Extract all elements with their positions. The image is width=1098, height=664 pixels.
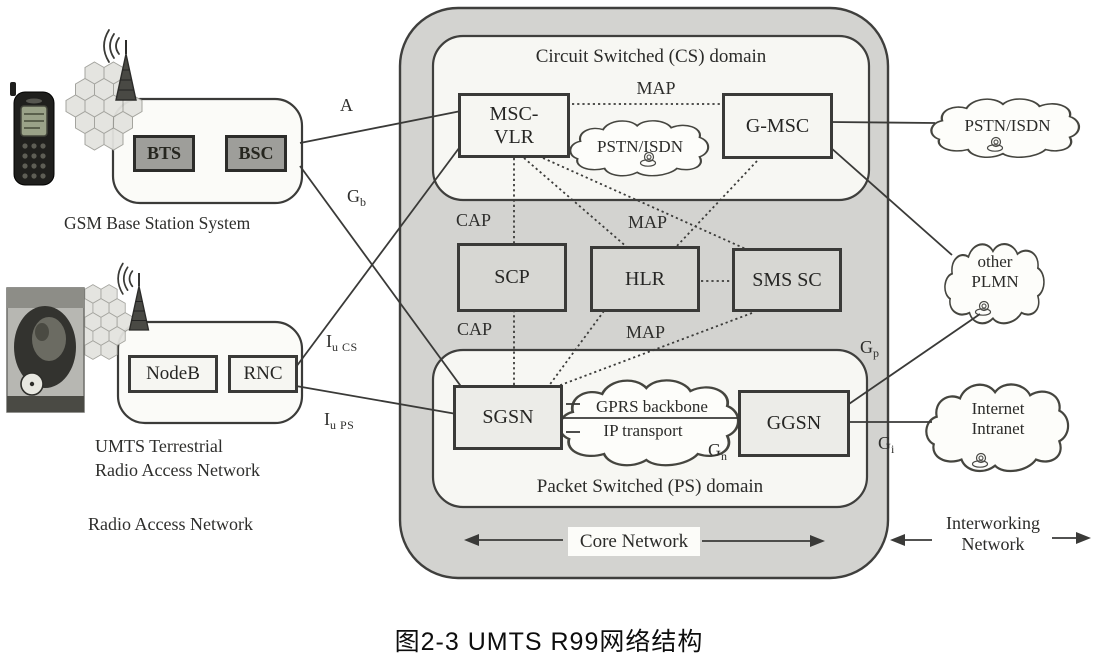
core-network-span-arrows: [472, 539, 817, 542]
rnc-node: RNC: [228, 355, 298, 393]
sms-sc-node: SMS SC: [732, 248, 842, 312]
msc-vlr-node: MSC- VLR: [458, 93, 570, 158]
iu-cs-interface-label: Iu CS: [326, 331, 358, 354]
ip-transport-label: IP transport: [603, 421, 683, 440]
gmsc-pstn-line: [829, 121, 936, 124]
g-msc-node: G-MSC: [722, 93, 833, 159]
gprs-backbone-label: GPRS backbone: [596, 397, 708, 416]
mobile-phone-image: [10, 82, 55, 186]
gsm-bss-caption: GSM Base Station System: [64, 213, 251, 233]
nodeb-label: NodeB: [146, 363, 200, 385]
utran-caption-line2: Radio Access Network: [95, 460, 260, 480]
hlr-label: HLR: [625, 267, 665, 290]
ps-domain-title: Packet Switched (PS) domain: [536, 476, 764, 497]
ggsn-node: GGSN: [738, 390, 850, 457]
msc-vlr-label-line2: VLR: [494, 125, 534, 148]
arrow-head-left-icon: [890, 534, 905, 546]
scp-label: SCP: [494, 266, 530, 289]
cap-lower-label: CAP: [457, 319, 493, 339]
rnc-label: RNC: [243, 363, 283, 385]
map-mid-label: MAP: [628, 212, 668, 232]
ggsn-label: GGSN: [766, 412, 822, 435]
other-plmn-label: other PLMN: [971, 252, 1019, 292]
cs-domain-box: [431, 34, 871, 202]
a-interface-label: A: [340, 95, 353, 115]
interworking-network-label: Interworking Network: [946, 513, 1040, 555]
msc-vlr-label-line1: MSC-: [489, 103, 539, 126]
link-mscvlr-smssc: [542, 157, 749, 251]
bsc-label: BSC: [238, 143, 274, 163]
ran-section-label: Radio Access Network: [88, 514, 253, 534]
map-link-gmsc-hlr: [674, 160, 758, 249]
pstn-isdn-external-label: PSTN/ISDN: [964, 116, 1051, 135]
bsc-node: BSC: [225, 135, 287, 172]
sgsn-node: SGSN: [453, 385, 563, 450]
bts-label: BTS: [146, 143, 182, 163]
gn-interface-label: Gn: [708, 440, 728, 463]
map-low-label: MAP: [626, 322, 666, 342]
core-network-label: Core Network: [568, 527, 700, 556]
map-link-smssc-sgsn: [557, 312, 753, 387]
iu-cs-interface-line: [295, 135, 469, 368]
gp-interface-line: [845, 313, 981, 407]
gsm-bss-group-box: [111, 97, 304, 205]
arrow-head-left-icon: [464, 534, 479, 546]
figure-caption: 图2-3 UMTS R99网络结构: [394, 628, 704, 656]
cap-upper-label: CAP: [456, 210, 492, 230]
utran-caption-line1: UMTS Terrestrial: [95, 436, 223, 456]
iu-ps-interface-label: Iu PS: [324, 409, 355, 432]
internet-intranet-label: Internet Intranet: [971, 399, 1025, 439]
pstn-isdn-inner-cloud-label: PSTN/ISDN: [597, 137, 683, 156]
arrow-head-right-icon: [1076, 532, 1091, 544]
bts-node: BTS: [133, 135, 195, 172]
gi-interface-label: Gi: [878, 433, 895, 456]
sgsn-label: SGSN: [482, 406, 534, 429]
iu-ps-interface-line: [295, 385, 469, 417]
map-top-label: MAP: [636, 78, 676, 98]
gb-interface-label: Gb: [347, 186, 367, 209]
nodeb-node: NodeB: [128, 355, 218, 393]
subscriber-photo-image: [6, 287, 85, 413]
gmsc-other-plmn-line: [829, 146, 953, 256]
gp-interface-label: Gp: [860, 337, 880, 360]
map-link-mscvlr-hlr: [523, 157, 629, 249]
map-link-hlr-sgsn: [547, 310, 605, 388]
g-msc-label: G-MSC: [745, 114, 810, 137]
a-interface-line: [299, 109, 467, 144]
hlr-node: HLR: [590, 246, 700, 312]
cs-domain-title: Circuit Switched (CS) domain: [535, 46, 767, 67]
sms-sc-label: SMS SC: [752, 268, 822, 291]
gb-interface-line: [299, 165, 469, 397]
arrow-head-right-icon: [810, 535, 825, 547]
scp-node: SCP: [457, 243, 567, 312]
